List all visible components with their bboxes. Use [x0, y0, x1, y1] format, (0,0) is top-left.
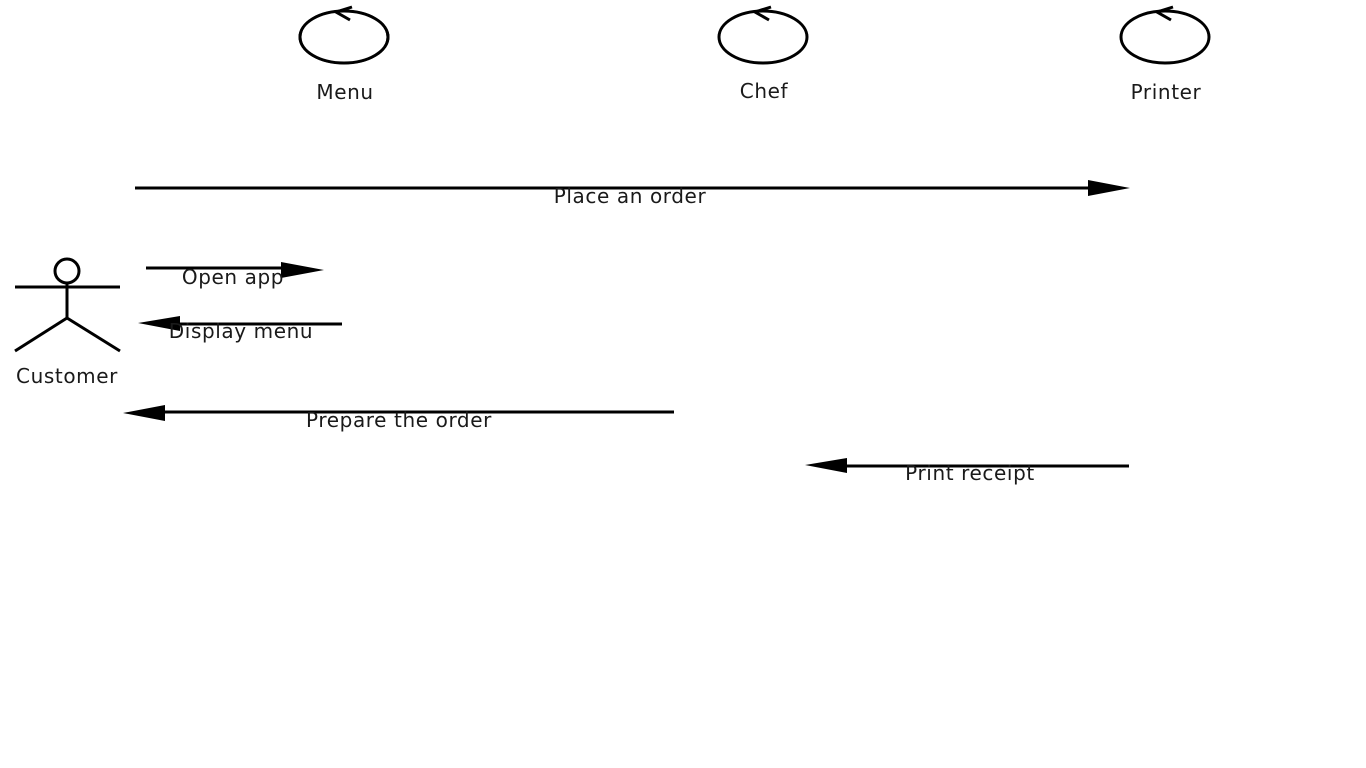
arrow-left-icon — [123, 405, 165, 421]
participant-printer[interactable]: Printer — [1119, 5, 1211, 104]
participant-label-chef: Chef — [740, 79, 789, 103]
participant-customer[interactable]: Customer — [14, 257, 121, 388]
participant-chef[interactable]: Chef — [717, 5, 809, 103]
participant-menu[interactable]: Menu — [298, 5, 390, 104]
arrow-right-icon — [281, 262, 324, 278]
control-icon — [298, 5, 390, 65]
arrow-left-icon — [138, 316, 180, 331]
participant-label-menu: Menu — [316, 80, 373, 104]
message-label-open-app: Open app — [182, 265, 284, 289]
message-prepare-order[interactable]: Prepare the order — [123, 405, 674, 432]
message-print-receipt[interactable]: Print receipt — [805, 458, 1129, 485]
message-label-prepare-order: Prepare the order — [306, 408, 492, 432]
participant-label-printer: Printer — [1131, 80, 1202, 104]
message-label-display-menu: Display menu — [169, 319, 313, 343]
participant-label-customer: Customer — [16, 364, 118, 388]
control-icon — [1119, 5, 1211, 65]
message-label-print-receipt: Print receipt — [905, 461, 1035, 485]
control-icon — [717, 5, 809, 65]
message-open-app[interactable]: Open app — [146, 262, 324, 289]
message-place-order[interactable]: Place an order — [135, 180, 1130, 208]
message-label-place-order: Place an order — [554, 184, 707, 208]
actor-icon — [14, 257, 121, 353]
arrow-left-icon — [805, 458, 847, 473]
message-display-menu[interactable]: Display menu — [138, 316, 342, 343]
arrow-right-icon — [1088, 180, 1130, 196]
